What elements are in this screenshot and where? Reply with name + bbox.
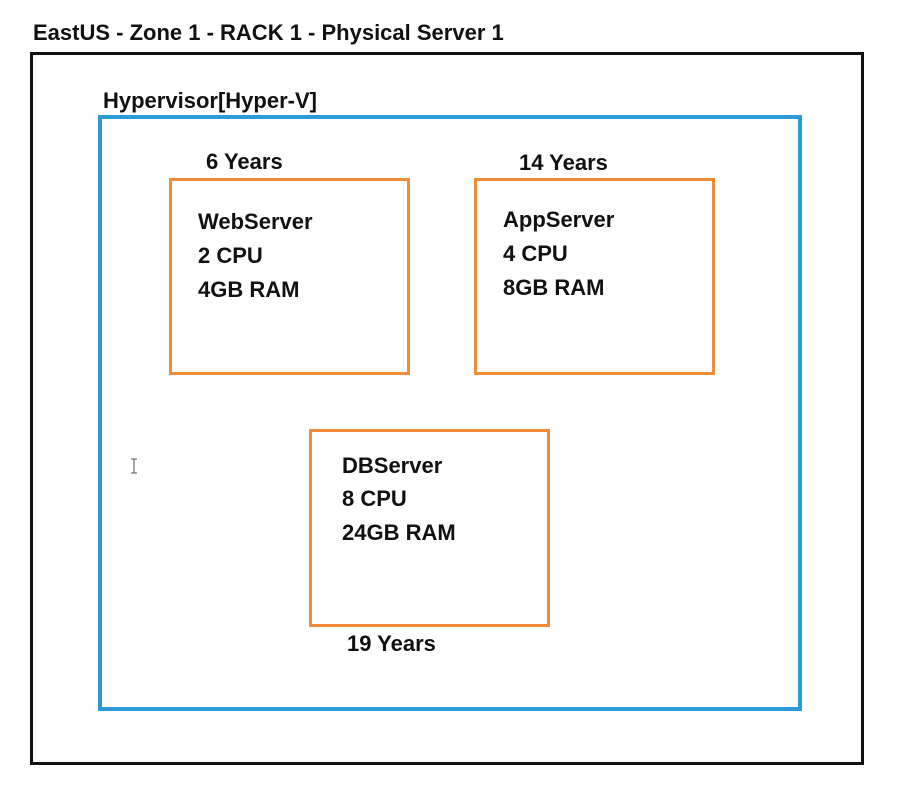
dbserver-name: DBServer bbox=[342, 453, 443, 478]
appserver-cpu: 4 CPU bbox=[503, 241, 568, 266]
webserver-name: WebServer bbox=[198, 209, 313, 234]
webserver-cpu: 2 CPU bbox=[198, 243, 263, 268]
appserver-vm-box bbox=[474, 178, 715, 375]
dbserver-ram: 24GB RAM bbox=[342, 520, 456, 545]
page-title: EastUS - Zone 1 - RACK 1 - Physical Serv… bbox=[33, 20, 504, 45]
hypervisor-label: Hypervisor[Hyper-V] bbox=[103, 88, 317, 113]
dbserver-age: 19 Years bbox=[347, 631, 436, 656]
webserver-ram: 4GB RAM bbox=[198, 277, 300, 302]
dbserver-vm-box bbox=[309, 429, 550, 627]
text-cursor-icon bbox=[131, 458, 137, 474]
physical-server-box bbox=[30, 52, 864, 765]
appserver-age: 14 Years bbox=[519, 150, 608, 175]
dbserver-cpu: 8 CPU bbox=[342, 486, 407, 511]
appserver-ram: 8GB RAM bbox=[503, 275, 605, 300]
webserver-age: 6 Years bbox=[206, 149, 283, 174]
hypervisor-box bbox=[98, 115, 802, 711]
appserver-name: AppServer bbox=[503, 207, 615, 232]
webserver-vm-box bbox=[169, 178, 410, 375]
